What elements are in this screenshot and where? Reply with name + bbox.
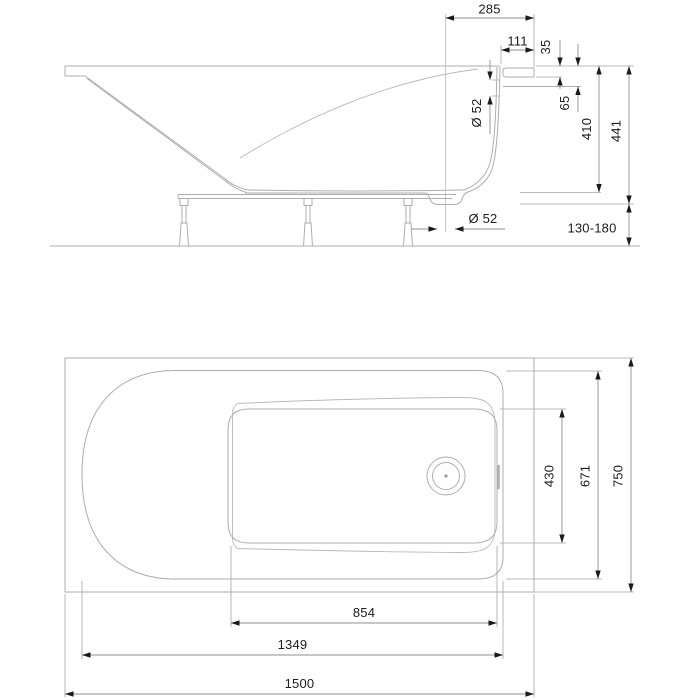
leg [178,198,190,247]
side-view: 285 111 35 Ø 52 65 410 [50,2,640,247]
dim-side-top-width: 285 [445,2,534,21]
dim-plan-inner-length: 1349 [82,637,503,658]
dim-label-65: 65 [557,96,572,111]
dim-label-1349: 1349 [278,637,308,652]
drain-circle-inner [432,462,460,490]
dim-label-671: 671 [578,465,593,487]
bathtub-plan-outline [64,357,535,593]
dim-label-35: 35 [538,40,553,55]
dim-label-1500: 1500 [285,676,315,691]
dim-label-drain-52: Ø 52 [469,211,498,226]
support-frame [177,194,456,247]
dim-side-drain-diameter: Ø 52 [411,211,505,232]
dim-plan-floor-length: 854 [231,605,497,626]
dim-side-inner-depth: 410 [579,66,602,193]
dim-plan-overall-width: 750 [611,358,634,592]
rim-ledge [502,67,535,78]
dim-label-130-180: 130-180 [567,221,616,236]
back-slope-outer [84,75,249,191]
dim-plan-floor-width: 430 [542,409,565,543]
dim-label-overflow-52: Ø 52 [469,99,484,128]
plan-floor [227,408,498,544]
dim-plan-overall-length: 1500 [65,676,534,697]
dim-side-leg-height-range: 130-180 [567,204,632,246]
plan-inner-rim [81,370,504,580]
dim-side-edge-height: 35 [538,40,563,89]
dim-label-111: 111 [507,34,527,49]
plan-outer-rim [64,357,535,593]
drain-circle-outer [426,456,466,496]
dim-label-410: 410 [579,118,594,140]
dim-side-ledge-width: 111 [501,34,534,53]
interior-edge-curve [239,68,479,159]
frame-rail [177,194,456,199]
dim-side-rim-to-overflow: 65 [557,44,581,112]
dim-label-750: 750 [611,465,626,487]
bathtub-side-profile [64,14,581,232]
right-wall-outer [467,66,501,193]
rim-left-block [64,66,85,77]
dim-label-430: 430 [542,465,557,487]
back-slope-inner [86,78,248,194]
overflow-hole-marks [492,79,500,97]
dim-plan-inner-width: 671 [578,371,601,579]
bottom-inner-line [247,189,465,192]
dim-label-854: 854 [353,605,375,620]
leg [402,198,414,247]
drain-center-dot [444,474,448,478]
plan-view: 430 671 750 854 1349 1500 [64,357,634,697]
dim-side-overflow-diameter: Ø 52 [469,60,493,134]
dim-label-285: 285 [478,2,500,17]
dim-side-shell-height: 441 [609,66,632,204]
plan-waterline-contour [232,397,496,553]
right-wall-inner [463,66,498,191]
bottom-outer-drain-recess [245,191,469,205]
leg [302,198,314,247]
dim-label-441: 441 [609,120,624,142]
